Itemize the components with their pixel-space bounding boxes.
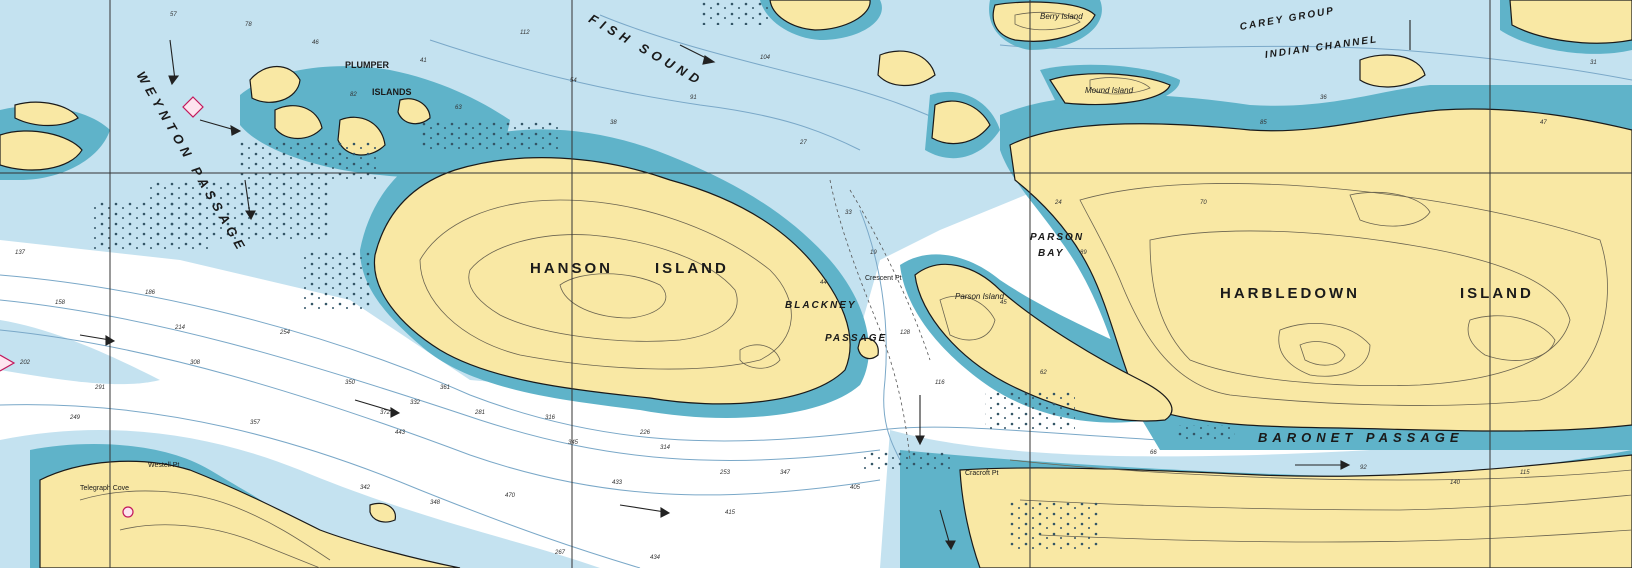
navigation-markers <box>0 96 204 518</box>
label-cracroft-pt: Cracroft Pt <box>965 470 999 477</box>
depth-sounding: 308 <box>190 360 201 366</box>
depth-sounding: 140 <box>1450 480 1461 486</box>
depth-sounding: 36 <box>1320 95 1327 101</box>
depth-sounding: 253 <box>720 470 731 476</box>
depth-sounding: 27 <box>800 140 807 146</box>
parson-island <box>914 263 1173 422</box>
depth-sounding: 82 <box>350 92 357 98</box>
depth-sounding: 78 <box>245 22 252 28</box>
depth-sounding: 46 <box>312 40 319 46</box>
harbledown-island <box>1009 108 1632 432</box>
label-telegraph-cove: Telegraph Cove <box>80 485 130 492</box>
label-berry-island: Berry Island <box>1040 12 1083 21</box>
depth-sounding: 62 <box>1040 370 1047 376</box>
depth-sounding: 291 <box>95 385 106 391</box>
depth-sounding: 267 <box>555 550 566 556</box>
depth-sounding: 92 <box>1360 465 1367 471</box>
depth-sounding: 415 <box>725 510 736 516</box>
label-hanson-1: HANSON <box>530 260 614 277</box>
depth-sounding: 361 <box>440 385 451 391</box>
depth-sounding: 214 <box>175 325 186 331</box>
mound-island <box>1049 73 1171 106</box>
depth-sounding: 66 <box>1150 450 1157 456</box>
depth-sounding: 57 <box>170 12 177 18</box>
depth-sounding: 443 <box>395 430 406 436</box>
depth-sounding: 19 <box>870 250 877 256</box>
depth-sounding: 54 <box>570 78 577 84</box>
label-hanson-2: ISLAND <box>655 260 729 277</box>
depth-sounding: 186 <box>145 290 156 296</box>
depth-sounding: 33 <box>845 210 852 216</box>
label-islands: ISLANDS <box>372 87 412 97</box>
depth-sounding: 116 <box>935 380 945 386</box>
label-crescent-pt: Crescent Pt <box>865 275 902 282</box>
depth-sounding: 45 <box>1000 300 1007 306</box>
depth-sounding: 63 <box>455 105 462 111</box>
depth-sounding: 314 <box>660 445 671 451</box>
depth-sounding: 405 <box>850 485 861 491</box>
depth-sounding: 128 <box>900 330 911 336</box>
depth-sounding: 115 <box>1520 470 1530 476</box>
depth-sounding: 70 <box>1200 200 1207 206</box>
label-parson-bay: PARSON <box>1030 232 1085 243</box>
depth-sounding: 249 <box>70 415 81 421</box>
depth-sounding: 104 <box>760 55 771 61</box>
depth-sounding: 372 <box>380 410 391 416</box>
label-passage: PASSAGE <box>825 333 888 344</box>
depth-sounding: 347 <box>780 470 791 476</box>
label-harbledown-2: ISLAND <box>1460 285 1534 302</box>
depth-sounding: 85 <box>1260 120 1267 126</box>
land-contours <box>79 11 1632 568</box>
depth-sounding: 348 <box>430 500 441 506</box>
depth-sounding: 24 <box>1055 200 1062 206</box>
depth-sounding: 332 <box>410 400 421 406</box>
depth-sounding: 41 <box>420 58 427 64</box>
depth-sounding: 226 <box>640 430 651 436</box>
depth-sounding: 38 <box>610 120 617 126</box>
depth-sounding: 112 <box>520 30 530 36</box>
depth-sounding: 434 <box>650 555 661 561</box>
label-harbledown-1: HARBLEDOWN <box>1220 285 1360 302</box>
depth-sounding: 89 <box>1080 250 1087 256</box>
depth-sounding: 202 <box>20 360 31 366</box>
label-parson-bay-2: BAY <box>1038 248 1065 259</box>
depth-sounding: 433 <box>612 480 623 486</box>
label-parson-island: Parson Island <box>955 292 1004 301</box>
depth-sounding: 357 <box>250 420 261 426</box>
depth-sounding: 137 <box>15 250 26 256</box>
berry-island <box>992 1 1096 42</box>
label-mound-island: Mound Island <box>1085 86 1134 95</box>
depth-sounding: 342 <box>360 485 371 491</box>
depth-sounding: 345 <box>568 440 579 446</box>
depth-sounding: 158 <box>55 300 66 306</box>
depth-sounding: 31 <box>1590 60 1597 66</box>
label-blackney: BLACKNEY <box>785 300 857 311</box>
hanson-island <box>373 157 851 405</box>
depth-sounding: 91 <box>690 95 697 101</box>
depth-sounding: 44 <box>820 280 827 286</box>
label-westell-pt: Westell Pt <box>148 462 180 469</box>
label-plumper: PLUMPER <box>345 60 390 70</box>
depth-sounding: 47 <box>1540 120 1547 126</box>
vancouver-island <box>39 460 461 568</box>
current-arrows <box>79 20 1411 551</box>
depth-sounding: 316 <box>545 415 556 421</box>
depth-sounding: 350 <box>345 380 356 386</box>
passage-tracks <box>829 179 931 461</box>
depth-sounding: 281 <box>475 410 486 416</box>
depth-sounding: 254 <box>280 330 291 336</box>
label-baronet-passage: BARONET PASSAGE <box>1258 430 1464 445</box>
depth-sounding: 470 <box>505 493 516 499</box>
